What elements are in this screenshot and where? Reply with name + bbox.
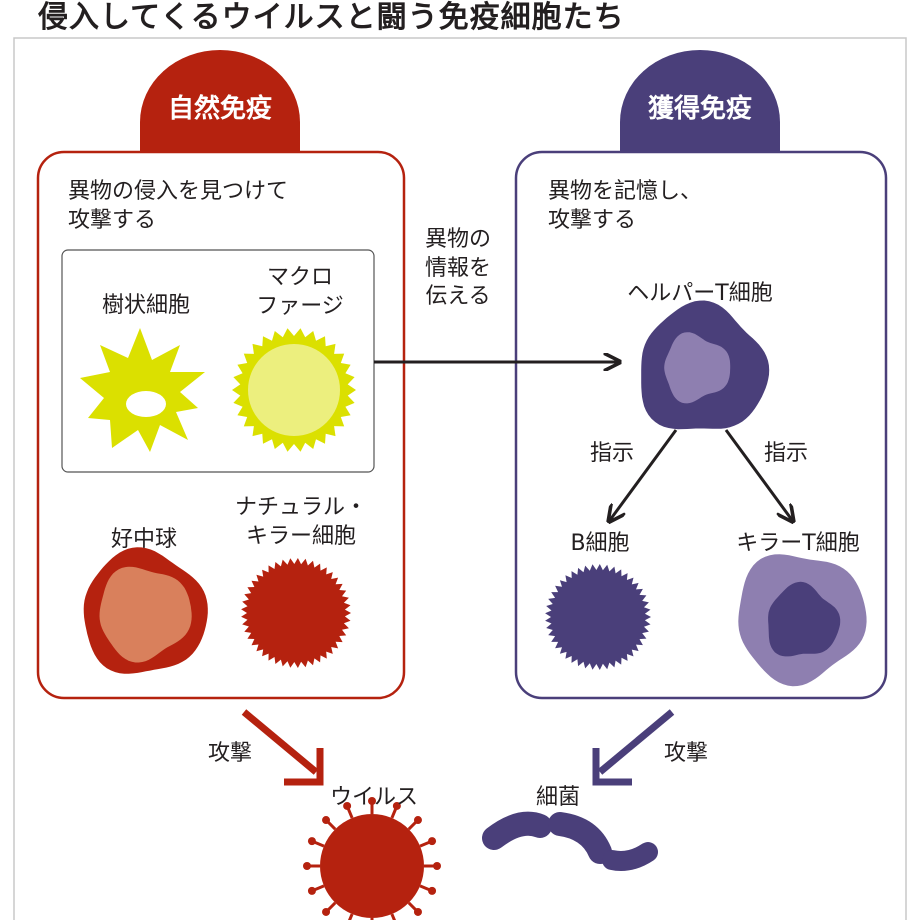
adaptive-tab	[620, 50, 780, 152]
adaptive-label: 獲得免疫	[647, 94, 752, 124]
instruct-arrow-right	[724, 429, 792, 520]
page-title: 侵入してくるウイルスと闘う免疫細胞たち	[38, 0, 625, 35]
virus	[303, 797, 441, 920]
macrophage-label: マクロ ファージ	[256, 265, 344, 319]
helper-t-label: ヘルパーT細胞	[627, 281, 773, 306]
outer-frame	[13, 37, 907, 920]
nk-label: ナチュラル・ キラー細胞	[234, 495, 367, 549]
killer-t-label: キラーT細胞	[736, 531, 860, 556]
b-cell	[545, 564, 651, 670]
neutrophil-label: 好中球	[110, 527, 177, 552]
adaptive-description: 異物を記憶し、 攻撃する	[548, 179, 703, 233]
instruct-right-label: 指示	[764, 441, 809, 466]
killer-t-cell	[738, 554, 867, 687]
transfer-label: 異物の 情報を 伝える	[424, 227, 491, 310]
adaptive-attack-label: 攻撃	[664, 741, 709, 766]
innate-attack-label: 攻撃	[208, 741, 253, 766]
innate-description: 異物の侵入を見つけて 攻撃する	[68, 179, 289, 233]
helper-t-cell	[641, 300, 770, 430]
innate-label: 自然免疫	[167, 94, 272, 124]
dendritic-label: 樹状細胞	[101, 293, 190, 318]
innate-attack-arrow	[241, 709, 324, 786]
bacteria	[482, 811, 658, 871]
macrophage-cell	[232, 328, 356, 452]
innate-tab	[140, 50, 300, 152]
adaptive-attack-arrow	[592, 709, 675, 786]
b-cell-label: B細胞	[570, 531, 630, 556]
bacteria-label: 細菌	[536, 785, 581, 810]
instruct-left-label: 指示	[590, 441, 635, 466]
neutrophil-cell	[83, 547, 208, 674]
instruct-arrow-left	[610, 429, 678, 520]
dendritic-cell	[80, 328, 205, 452]
virus-label: ウイルス	[330, 785, 419, 810]
nk-cell	[241, 558, 351, 668]
